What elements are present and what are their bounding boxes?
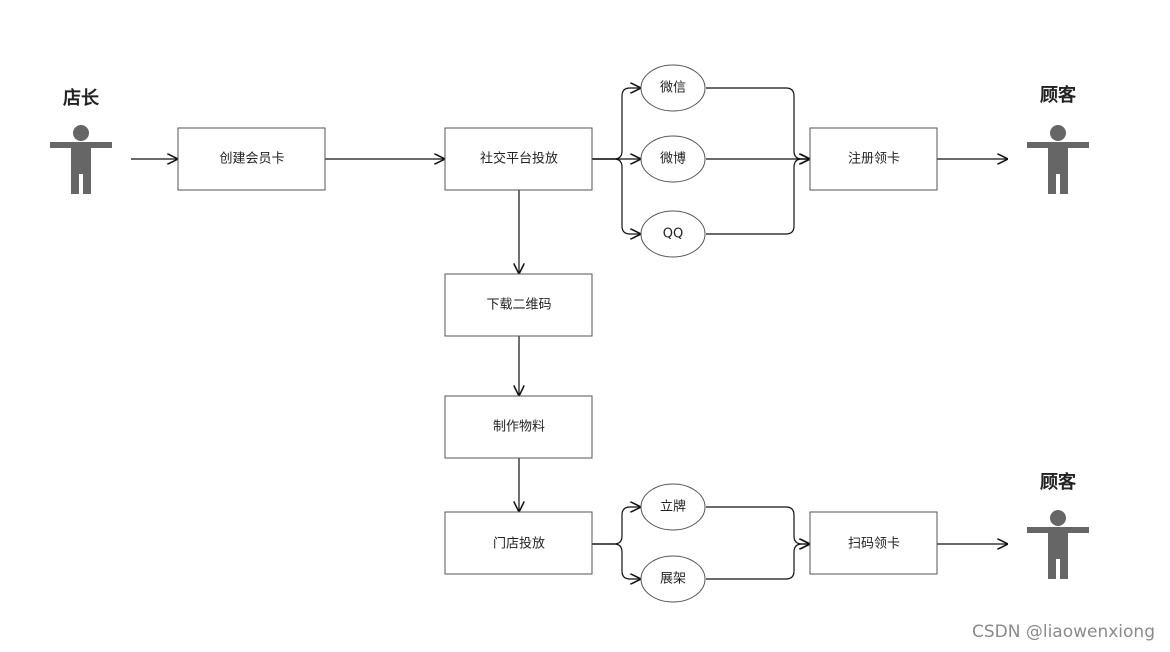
node-register-card[interactable]: 注册领卡 [809,127,938,191]
edge-store-stand [592,507,641,545]
node-scan-card[interactable]: 扫码领卡 [809,511,938,575]
person-icon [1027,125,1089,194]
edge-rack-scan [706,544,810,580]
node-weibo-label: 微博 [660,152,686,167]
actor-owner-label: 店长 [63,87,100,109]
node-download-qr[interactable]: 下载二维码 [444,273,593,337]
node-qq[interactable]: QQ [640,210,706,258]
node-social-post[interactable]: 社交平台投放 [444,127,593,191]
node-register-card-label: 注册领卡 [848,152,900,167]
edge-store-rack [592,543,641,579]
node-stand-sign-label: 立牌 [660,499,686,515]
edge-qq-register [706,159,810,235]
node-weibo[interactable]: 微博 [640,135,706,183]
node-create-card[interactable]: 创建会员卡 [177,127,326,191]
edge-stand-scan [706,506,810,544]
edge-social-qq [592,158,641,234]
node-store-post-label: 门店投放 [493,536,545,552]
node-create-card-label: 创建会员卡 [219,152,284,167]
node-social-post-label: 社交平台投放 [480,151,558,167]
node-download-qr-label: 下载二维码 [486,298,551,313]
actor-customer-bottom: 顾客 [1027,471,1089,579]
actor-customer-top-label: 顾客 [1040,84,1077,106]
actor-customer-bottom-label: 顾客 [1040,471,1077,493]
node-make-material-label: 制作物料 [493,420,545,435]
node-wechat-label: 微信 [660,81,686,96]
person-icon [50,125,112,194]
watermark: CSDN @liaowenxiong [972,622,1155,642]
edges [131,88,1008,579]
node-scan-card-label: 扫码领卡 [848,537,900,552]
node-stand-sign[interactable]: 立牌 [640,483,706,531]
node-wechat[interactable]: 微信 [640,64,706,112]
node-qq-label: QQ [663,227,683,242]
edge-social-wechat [592,88,641,160]
node-display-rack[interactable]: 展架 [640,555,706,603]
edge-wechat-register [706,87,810,159]
node-make-material[interactable]: 制作物料 [444,395,593,459]
person-icon [1027,510,1089,579]
actor-customer-top: 顾客 [1027,84,1089,194]
node-display-rack-label: 展架 [660,572,686,587]
actor-owner: 店长 [50,87,112,194]
node-store-post[interactable]: 门店投放 [444,511,593,575]
